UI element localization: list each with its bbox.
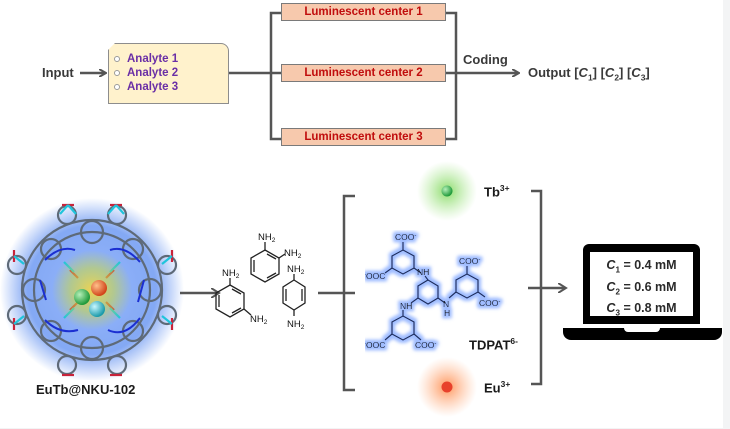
amine-label: NH2 bbox=[287, 319, 305, 330]
luminescent-center-3: Luminescent center 3 bbox=[281, 128, 446, 146]
laptop-base bbox=[563, 328, 722, 340]
luminescent-center-2: Luminescent center 2 bbox=[281, 64, 446, 82]
amine-h-label: H bbox=[444, 308, 450, 318]
mof-blue-links bbox=[39, 247, 145, 334]
carboxylate-label: -OOC bbox=[365, 271, 385, 281]
amine-label: NH2 bbox=[250, 314, 268, 326]
analyte-box: Analyte 1 Analyte 2 Analyte 3 bbox=[108, 43, 229, 104]
input-label: Input bbox=[42, 65, 74, 80]
amine-label: NH2 bbox=[258, 232, 276, 244]
tb-ball bbox=[441, 185, 453, 197]
tdpat-ligand: COO- -OOC NH NH N H COO- COO- -OOC COO- bbox=[365, 232, 500, 350]
flow-connectors bbox=[80, 11, 723, 141]
laptop-display: C1 = 0.4 mM C2 = 0.6 mM C3 = 0.8 mM bbox=[590, 252, 693, 318]
analyte-item: Analyte 3 bbox=[114, 80, 228, 94]
bullet-icon bbox=[114, 84, 120, 90]
carboxylate-label: COO- bbox=[479, 298, 500, 308]
amine-nh-label: NH bbox=[400, 301, 412, 311]
analyte-item: Analyte 2 bbox=[114, 66, 228, 80]
carboxylate-label: COO- bbox=[459, 256, 480, 266]
amine-label: NH2 bbox=[287, 264, 305, 276]
analyte-ion-ball bbox=[89, 301, 105, 317]
phenylenediamine-structures: NH2 NH2 NH2 NH2 NH2 NH2 bbox=[215, 232, 306, 330]
concentration-reading: C3 = 0.8 mM bbox=[606, 301, 677, 318]
tb-label: Tb3+ bbox=[484, 183, 510, 200]
carboxylate-label: COO- bbox=[415, 340, 436, 350]
eu-ball bbox=[441, 381, 453, 393]
amine-nh-label: NH bbox=[417, 267, 429, 277]
carboxylate-label: -OOC bbox=[365, 340, 385, 350]
laptop-notch bbox=[624, 328, 660, 332]
meta-ring bbox=[215, 284, 245, 318]
laptop-screen: C1 = 0.4 mM C2 = 0.6 mM C3 = 0.8 mM bbox=[583, 244, 700, 324]
bullet-icon bbox=[114, 56, 120, 62]
analyte-item: Analyte 1 bbox=[114, 52, 228, 66]
bottom-connectors bbox=[180, 189, 723, 392]
merge-bracket bbox=[445, 11, 458, 141]
tdpat-label: TDPAT6- bbox=[469, 336, 518, 353]
amine-label: NH2 bbox=[284, 248, 302, 260]
eu-label: Eu3+ bbox=[484, 379, 511, 396]
amine-nh-label: N bbox=[443, 299, 449, 309]
eu-ion-ball bbox=[91, 280, 107, 296]
mof-label: EuTb@NKU-102 bbox=[36, 382, 136, 397]
carboxylate-label: COO- bbox=[395, 232, 416, 242]
amine-label: NH2 bbox=[222, 268, 240, 280]
concentration-reading: C2 = 0.6 mM bbox=[606, 279, 677, 297]
output-label: Output [C1] [C2] [C3] bbox=[528, 65, 650, 83]
concentration-reading: C1 = 0.4 mM bbox=[606, 258, 677, 275]
tb-ion bbox=[417, 161, 477, 221]
luminescent-center-1: Luminescent center 1 bbox=[281, 3, 446, 21]
mof-structure bbox=[0, 198, 184, 380]
eu-ion bbox=[417, 357, 477, 417]
split-bracket bbox=[269, 11, 281, 141]
ortho-ring bbox=[250, 249, 280, 283]
coding-label: Coding bbox=[463, 52, 508, 67]
tb-ion-ball bbox=[74, 289, 90, 305]
mof-framework bbox=[6, 204, 178, 376]
bullet-icon bbox=[114, 70, 120, 76]
